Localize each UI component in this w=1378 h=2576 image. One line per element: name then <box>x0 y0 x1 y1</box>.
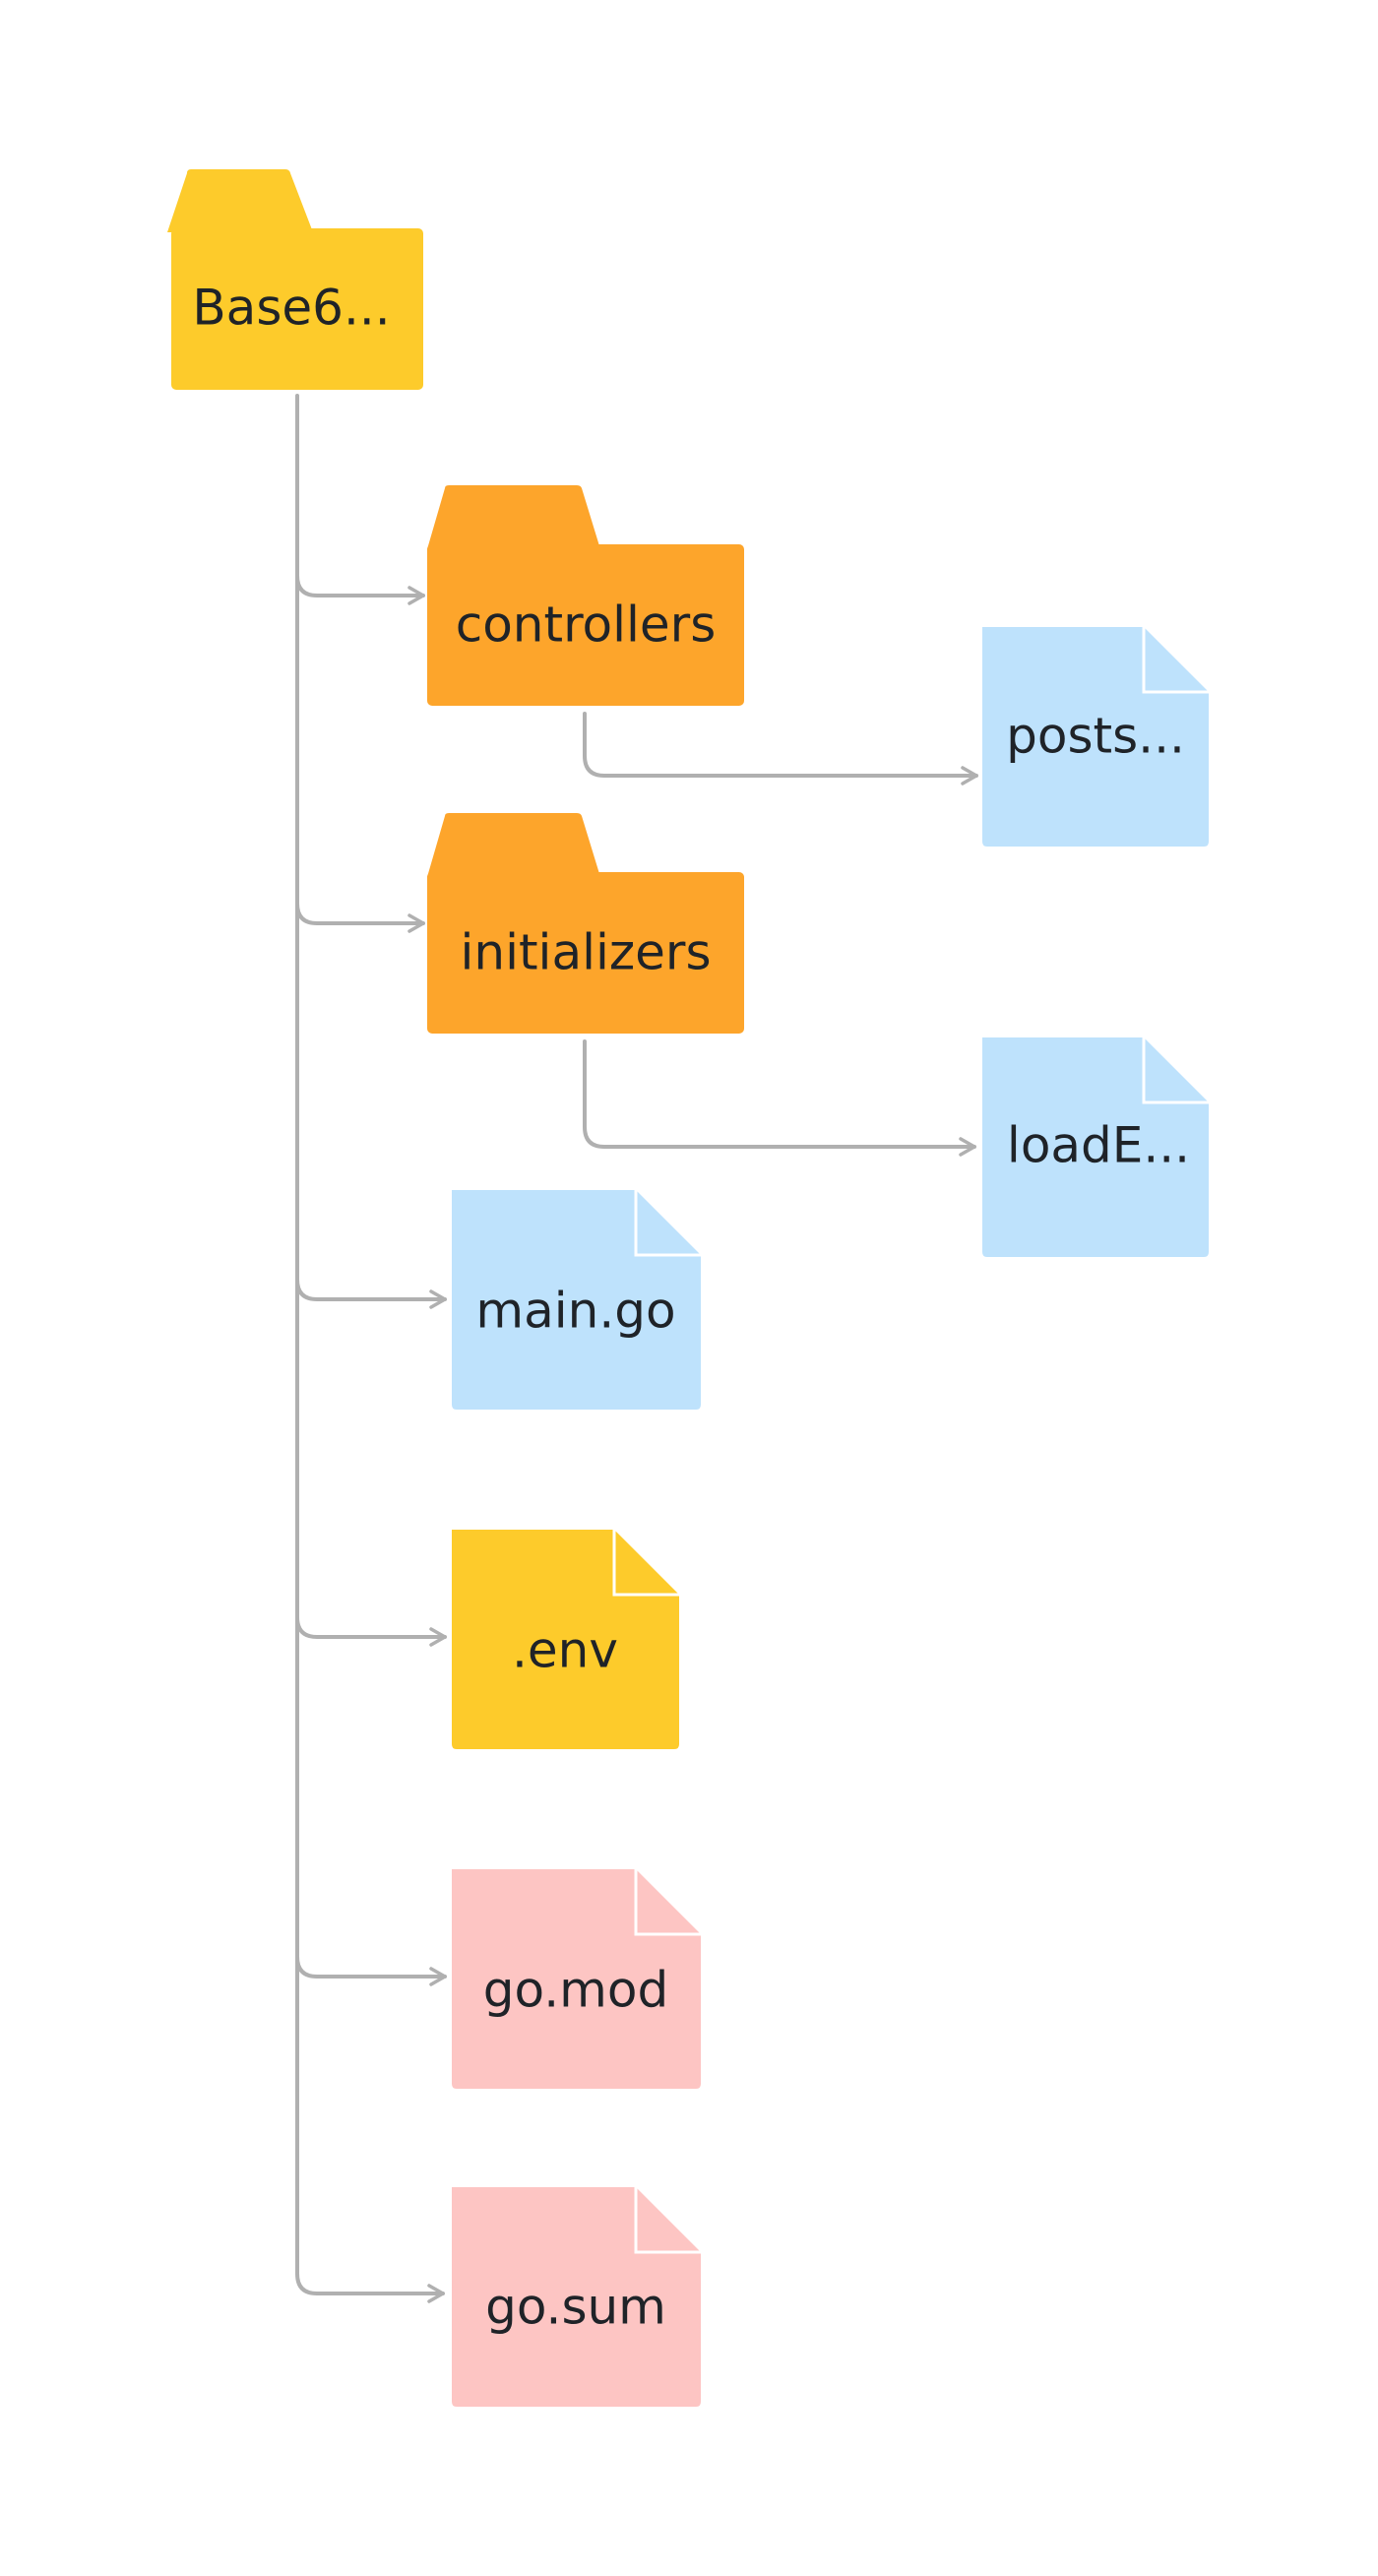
folder-body <box>171 228 423 390</box>
file-corner-fold <box>1142 1037 1209 1104</box>
connector-posts <box>583 712 978 785</box>
file-icon <box>982 1037 1209 1257</box>
file-corner-fold <box>612 1530 679 1597</box>
folder-icon <box>167 169 313 232</box>
node-label: loadE... <box>1007 1117 1190 1174</box>
file-icon <box>452 1190 701 1410</box>
file-icon <box>452 1530 679 1749</box>
connector-controllers <box>295 574 425 605</box>
folder-icon <box>427 813 600 877</box>
file-node-loade[interactable]: loadE... <box>982 1037 1209 1257</box>
node-label: Base6... <box>192 280 390 337</box>
folder-body <box>427 872 744 1034</box>
connector-go-mod <box>295 1955 447 1986</box>
file-corner-fold <box>634 1190 701 1257</box>
connector-main-go <box>295 1278 447 1309</box>
file-corner-fold <box>634 1869 701 1936</box>
connector-env <box>295 1615 447 1647</box>
file-node-go-mod[interactable]: go.mod <box>452 1869 701 2089</box>
node-label: initializers <box>460 924 711 981</box>
node-label: posts... <box>1006 708 1185 765</box>
file-corner-fold <box>634 2187 701 2254</box>
node-label: .env <box>512 1622 618 1679</box>
connector-loade <box>583 1039 976 1157</box>
connectors <box>295 394 978 2303</box>
folder-node-initializers[interactable]: initializers <box>427 813 744 1034</box>
folder-node-root[interactable]: Base6... <box>167 169 423 390</box>
connector-initializers <box>295 902 425 933</box>
file-node-posts[interactable]: posts... <box>982 627 1209 847</box>
trunk-connector <box>295 394 445 2303</box>
file-icon <box>452 1869 701 2089</box>
node-label: go.mod <box>483 1962 668 2019</box>
file-icon <box>982 627 1209 847</box>
folder-icon <box>427 485 600 549</box>
node-label: main.go <box>475 1283 675 1340</box>
file-node-env[interactable]: .env <box>452 1530 679 1749</box>
file-corner-fold <box>1142 627 1209 694</box>
file-node-main-go[interactable]: main.go <box>452 1190 701 1410</box>
folder-node-controllers[interactable]: controllers <box>427 485 744 706</box>
file-icon <box>452 2187 701 2407</box>
file-node-go-sum[interactable]: go.sum <box>452 2187 701 2407</box>
node-label: controllers <box>456 597 717 654</box>
node-label: go.sum <box>485 2279 666 2336</box>
folder-body <box>427 544 744 706</box>
